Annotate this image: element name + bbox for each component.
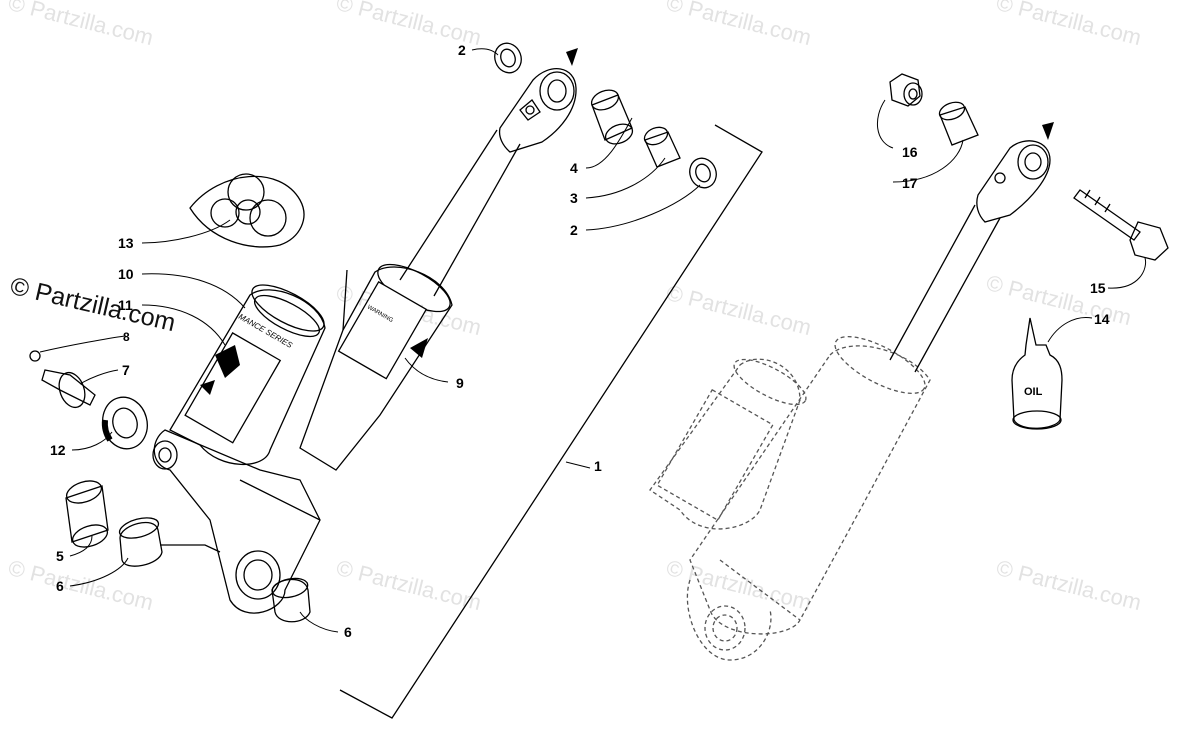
lower-body: [153, 429, 321, 614]
callout-14: 14: [1094, 311, 1110, 327]
spacer: [644, 131, 681, 168]
oil-bottle: [1011, 317, 1063, 429]
washer: [689, 157, 717, 189]
callout-12: 12: [50, 442, 66, 458]
assembled-shock: [649, 336, 931, 661]
callout-4: 4: [570, 160, 578, 176]
flanged-bushing: [119, 521, 163, 567]
callout-1: 1: [594, 458, 602, 474]
callout-13: 13: [118, 235, 134, 251]
callout-17: 17: [902, 175, 918, 191]
callout-6: 6: [56, 578, 64, 594]
bolt: [1073, 189, 1141, 241]
callout-7: 7: [122, 362, 130, 378]
main-cylinder: [299, 266, 453, 471]
callout-11: 11: [118, 297, 133, 313]
leader-lines: [39, 48, 1147, 633]
callout-6: 6: [344, 624, 352, 640]
callout-2: 2: [458, 42, 466, 58]
callout-3: 3: [570, 190, 578, 206]
callout-16: 16: [902, 144, 918, 160]
hex-nut: [889, 73, 921, 107]
callout-15: 15: [1090, 280, 1106, 296]
decal-sheet: [189, 175, 305, 248]
reservoir: [169, 289, 326, 466]
bushing: [65, 485, 109, 543]
callout-2: 2: [570, 222, 578, 238]
callout-10: 10: [118, 266, 134, 282]
orientation-arrow: [566, 48, 578, 66]
callout-9: 9: [456, 375, 464, 391]
bushing: [591, 94, 633, 141]
callout-8: 8: [123, 330, 130, 344]
washer: [494, 42, 522, 74]
oil-label: OIL: [1024, 386, 1043, 398]
top-eyelet: [498, 68, 577, 153]
orientation-arrow: [1042, 122, 1054, 140]
bracket-line: [339, 124, 763, 719]
sleeve: [939, 106, 979, 146]
callout-5: 5: [56, 548, 64, 564]
top-eyelet: [976, 140, 1051, 223]
